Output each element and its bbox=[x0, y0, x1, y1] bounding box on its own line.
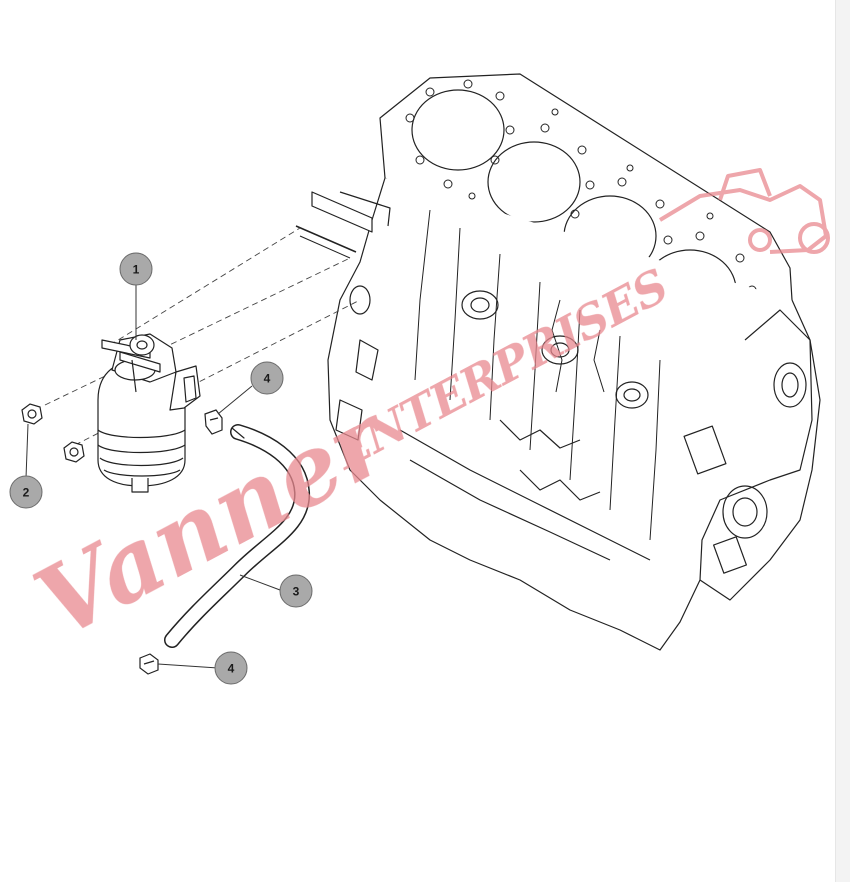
mounting-nut-lower bbox=[63, 441, 85, 463]
scrollbar[interactable] bbox=[835, 0, 850, 882]
callout-2: 2 bbox=[9, 475, 43, 509]
fuel-hose bbox=[164, 424, 311, 648]
svg-text:1: 1 bbox=[133, 263, 140, 277]
svg-text:4: 4 bbox=[228, 662, 235, 676]
hose-clip-lower bbox=[139, 653, 159, 675]
mounting-nut-upper bbox=[21, 403, 43, 425]
svg-text:2: 2 bbox=[23, 486, 30, 500]
callout-4-upper: 4 bbox=[250, 361, 284, 395]
callout-1: 1 bbox=[119, 252, 153, 286]
svg-text:3: 3 bbox=[293, 585, 300, 599]
callout-4-lower: 4 bbox=[214, 651, 248, 685]
fuel-filter-assembly bbox=[97, 333, 201, 493]
callout-3: 3 bbox=[279, 574, 313, 608]
engine-block bbox=[295, 73, 821, 651]
svg-text:4: 4 bbox=[264, 372, 271, 386]
callout-leader-lines bbox=[25, 284, 281, 669]
hose-clip-upper bbox=[204, 409, 223, 435]
